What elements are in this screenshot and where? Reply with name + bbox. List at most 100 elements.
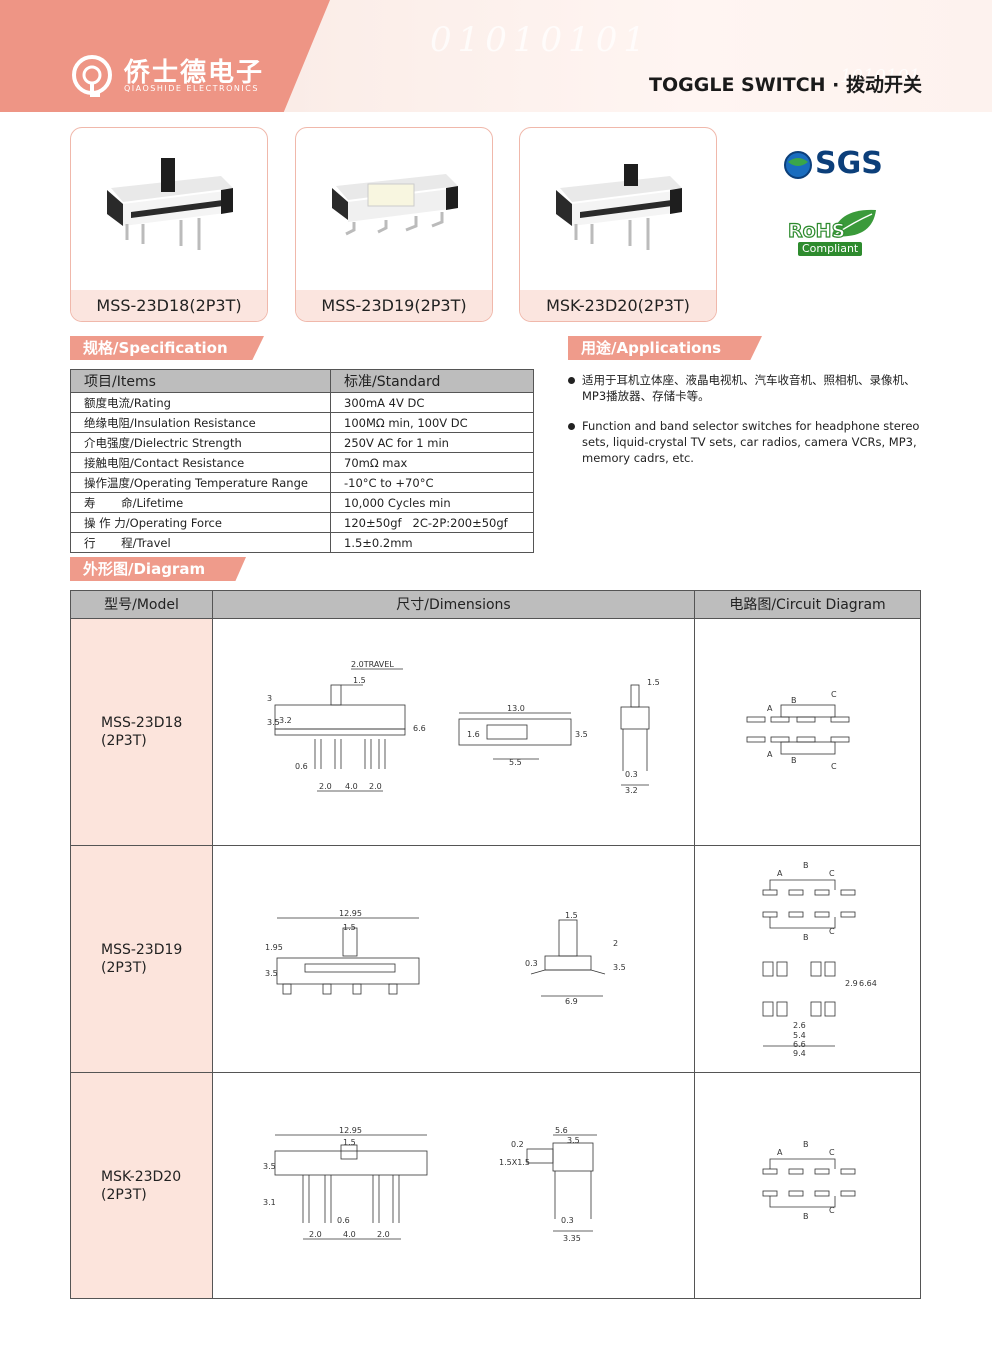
- dim-label: 1.95: [265, 943, 283, 952]
- page-title: TOGGLE SWITCH · 拨动开关: [649, 74, 922, 96]
- dim-label: 1.5X1.5: [499, 1158, 530, 1167]
- product-label: MSS-23D19(2P3T): [296, 290, 492, 321]
- dim-label: 3.5: [613, 963, 626, 972]
- dim-label: 2.0: [369, 782, 382, 791]
- circuit-label: A: [777, 869, 783, 878]
- circuit-label: B: [791, 696, 797, 705]
- dim-label: 2.0TRAVEL: [351, 660, 394, 669]
- application-item-cn: 适用于耳机立体座、液晶电视机、汽车收音机、照相机、录像机、MP3播放器、存储卡等…: [568, 372, 928, 404]
- section-diagram-header: 外形图/Diagram: [70, 557, 246, 581]
- dim-label: 1.5: [647, 678, 660, 687]
- model-cell: MSS-23D18 (2P3T): [71, 619, 213, 846]
- model-sub: (2P3T): [101, 960, 147, 976]
- header-brand-band: [0, 0, 330, 112]
- spec-header-standard: 标准/Standard: [330, 369, 534, 393]
- dim-label: 6.64: [859, 979, 877, 988]
- dim-label: 0.3: [625, 770, 638, 779]
- dim-label: 3: [267, 694, 272, 703]
- brand-name-en: QIAOSHIDE ELECTRONICS: [124, 84, 259, 93]
- spec-value: 250V AC for 1 min: [330, 432, 534, 453]
- dimension-drawing-mss23d19: 12.95 1.5 1.95 3.5 1.5 2 0.3 3.5 6.9: [265, 909, 626, 1006]
- circuit-label: B: [803, 861, 809, 870]
- company-logo-icon: [72, 55, 112, 97]
- dim-label: 3.5: [265, 969, 278, 978]
- dim-label: 3.35: [563, 1234, 581, 1243]
- dim-label: 12.95: [339, 1126, 362, 1135]
- dim-label: 12.95: [339, 909, 362, 918]
- product-card-msk23d20: MSK-23D20(2P3T): [519, 127, 717, 322]
- product-card-mss23d19: MSS-23D19(2P3T): [295, 127, 493, 322]
- dim-label: 9.4: [793, 1049, 806, 1058]
- dim-label: 3.5: [267, 718, 280, 727]
- dim-label: 2.9: [845, 979, 858, 988]
- circuit-label: C: [829, 1206, 835, 1215]
- dim-label: 1.5: [565, 911, 578, 920]
- circuit-diagram-mss23d18: A B C A B C: [746, 690, 850, 771]
- spec-value: 300mA 4V DC: [330, 392, 534, 413]
- dim-label: 1.5: [343, 1138, 356, 1147]
- spec-item: 额度电流/Rating: [70, 392, 331, 413]
- circuit-diagram-msk23d20: A B C B C: [762, 1140, 856, 1221]
- circuit-label: B: [803, 933, 809, 942]
- dim-label: 2.0: [319, 782, 332, 791]
- rohs-compliant-text: Compliant: [798, 242, 863, 256]
- dim-label: 3.1: [263, 1198, 276, 1207]
- globe-icon: [784, 151, 812, 179]
- spec-value: -10°C to +70°C: [330, 472, 534, 493]
- column-divider: [694, 619, 695, 1298]
- binary-decoration: 01010101: [430, 20, 652, 60]
- model-name: MSK-23D20: [101, 1169, 182, 1185]
- spec-item: 寿 命/Lifetime: [70, 492, 331, 513]
- circuit-label: B: [791, 756, 797, 765]
- dim-label: 6.6: [793, 1040, 806, 1049]
- diagram-header-dimensions: 尺寸/Dimensions: [213, 591, 695, 619]
- diagram-header-model: 型号/Model: [71, 591, 213, 619]
- dim-label: 4.0: [345, 782, 358, 791]
- product-photo-mss23d19: [332, 174, 458, 236]
- dim-label: 0.6: [295, 762, 308, 771]
- model-sub: (2P3T): [101, 1187, 147, 1203]
- dim-label: 0.3: [561, 1216, 574, 1225]
- dim-label: 13.0: [507, 704, 525, 713]
- dim-label: 5.6: [555, 1126, 568, 1135]
- dim-label: 0.3: [525, 959, 538, 968]
- rohs-text: RoHS: [787, 219, 846, 242]
- rohs-logo: RoHS Compliant: [786, 206, 896, 260]
- dim-label: 2.0: [377, 1230, 390, 1239]
- table-row: 操作温度/Operating Temperature Range-10°C to…: [70, 472, 534, 493]
- section-spec-header: 规格/Specification: [70, 336, 264, 360]
- circuit-label: C: [829, 927, 835, 936]
- diagram-table: 型号/Model 尺寸/Dimensions 电路图/Circuit Diagr…: [70, 590, 921, 1299]
- product-photo-msk23d20: [556, 164, 682, 250]
- dimension-drawing-mss23d18: 2.0TRAVEL 1.5 3 3.5 3.2 6.6 0.6 2.0 4.0 …: [267, 660, 660, 795]
- spec-value: 1.5±0.2mm: [330, 532, 534, 553]
- dim-label: 0.2: [511, 1140, 524, 1149]
- circuit-label: C: [829, 869, 835, 878]
- spec-item: 行 程/Travel: [70, 532, 331, 553]
- sgs-logo: SGS: [783, 146, 895, 182]
- product-photo-mss23d18: [107, 158, 233, 250]
- dim-label: 4.0: [343, 1230, 356, 1239]
- dim-label: 1.5: [353, 676, 366, 685]
- section-apps-header: 用途/Applications: [568, 336, 762, 360]
- application-text-en: Function and band selector switches for …: [582, 419, 920, 465]
- dimension-drawing-msk23d20: 12.95 1.5 3.5 3.1 0.6 2.0 4.0 2.0 5.6 3.…: [263, 1126, 597, 1243]
- product-label: MSK-23D20(2P3T): [520, 290, 716, 321]
- model-sub: (2P3T): [101, 733, 147, 749]
- diagram-header-circuit: 电路图/Circuit Diagram: [695, 591, 920, 619]
- model-cell: MSS-23D19 (2P3T): [71, 846, 213, 1073]
- circuit-label: C: [829, 1148, 835, 1157]
- circuit-label: B: [803, 1140, 809, 1149]
- model-name: MSS-23D19: [101, 942, 183, 958]
- dim-label: 6.9: [565, 997, 578, 1006]
- circuit-label: A: [767, 750, 773, 759]
- dim-label: 0.6: [337, 1216, 350, 1225]
- circuit-label: A: [777, 1148, 783, 1157]
- circuit-label: A: [767, 704, 773, 713]
